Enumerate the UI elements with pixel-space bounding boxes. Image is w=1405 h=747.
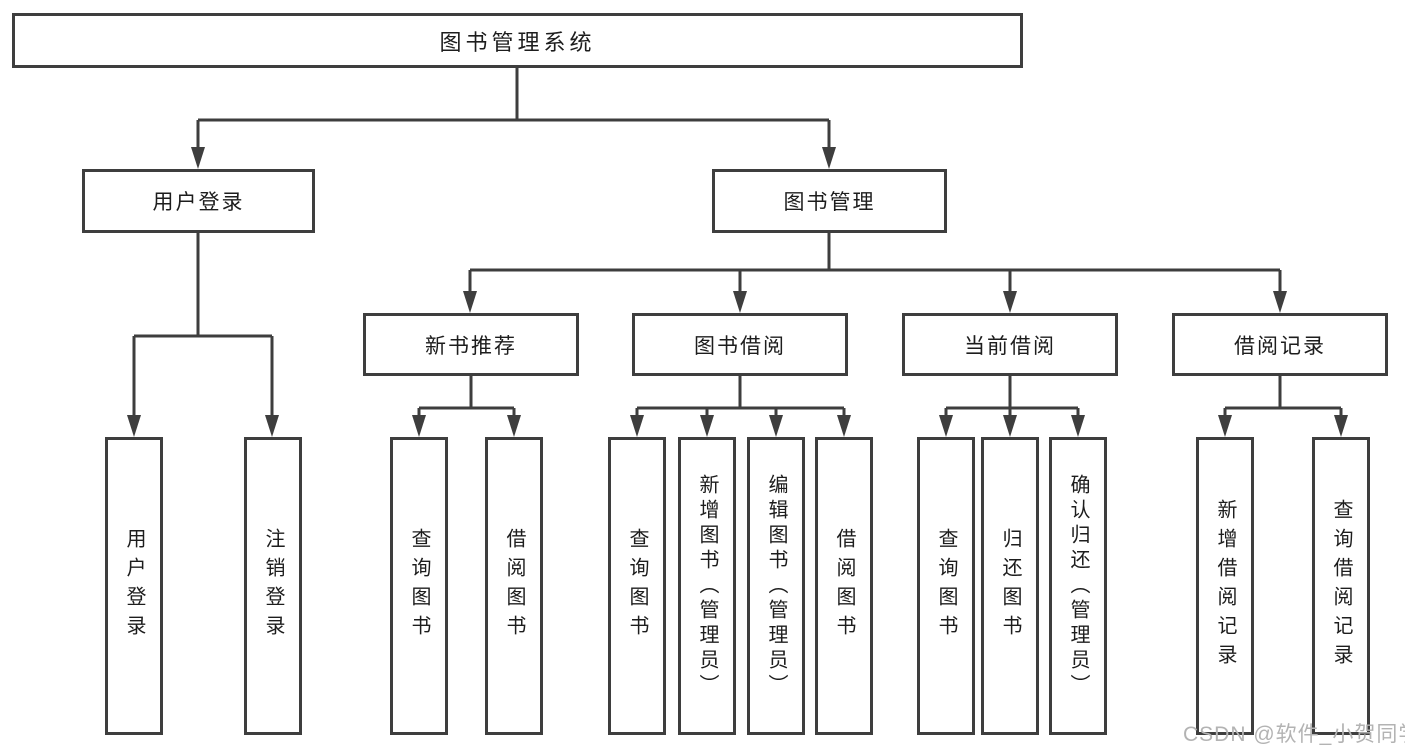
leaf-record-add-record: 新增借阅记录 bbox=[1196, 437, 1254, 735]
leaf-record-query-record: 查询借阅记录 bbox=[1312, 437, 1370, 735]
node-new-book-recommend: 新书推荐 bbox=[363, 313, 579, 376]
leaf-current-confirm-return-admin: 确认归还（管理员） bbox=[1049, 437, 1107, 735]
leaf-borrow-query-book: 查询图书 bbox=[608, 437, 666, 735]
leaf-borrow-add-book-admin: 新增图书（管理员） bbox=[678, 437, 736, 735]
arrowhead-icons bbox=[127, 147, 1348, 437]
leaf-current-query-book: 查询图书 bbox=[917, 437, 975, 735]
leaf-user-login: 用户登录 bbox=[105, 437, 163, 735]
leaf-recommend-query-book: 查询图书 bbox=[390, 437, 448, 735]
csdn-watermark: CSDN @软件_小贺同学 bbox=[1183, 723, 1405, 746]
node-borrow-record: 借阅记录 bbox=[1172, 313, 1388, 376]
leaf-borrow-borrow-book: 借阅图书 bbox=[815, 437, 873, 735]
node-current-borrow: 当前借阅 bbox=[902, 313, 1118, 376]
leaf-logout: 注销登录 bbox=[244, 437, 302, 735]
node-root-library-system: 图书管理系统 bbox=[12, 13, 1023, 68]
node-book-borrow: 图书借阅 bbox=[632, 313, 848, 376]
leaf-current-return-book: 归还图书 bbox=[981, 437, 1039, 735]
node-user-login: 用户登录 bbox=[82, 169, 315, 233]
node-book-management: 图书管理 bbox=[712, 169, 947, 233]
connector-paths bbox=[132, 68, 1343, 418]
leaf-recommend-borrow-book: 借阅图书 bbox=[485, 437, 543, 735]
leaf-borrow-edit-book-admin: 编辑图书（管理员） bbox=[747, 437, 805, 735]
